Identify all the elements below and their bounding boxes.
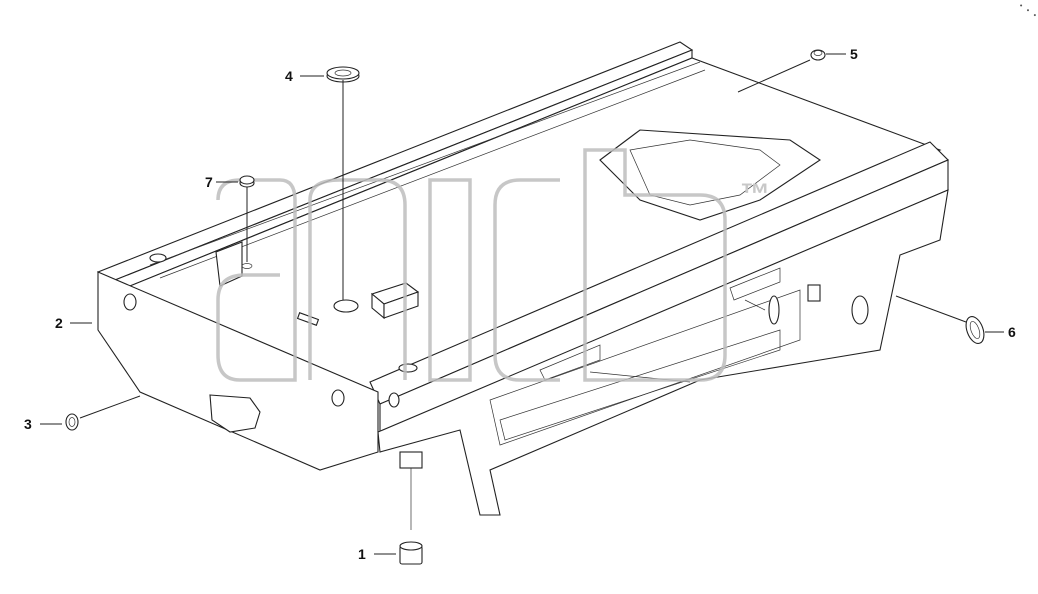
watermark-trademark: ™ (740, 178, 770, 211)
part-3-grommet: 3 (24, 395, 141, 432)
part-1-cap: 1 (358, 541, 423, 565)
callout-7: 7 (205, 174, 213, 190)
part-5-plug: 5 (737, 46, 858, 93)
frame-assembly (96, 41, 949, 530)
callout-2: 2 (55, 315, 63, 331)
callout-4: 4 (285, 68, 293, 84)
callout-1: 1 (358, 546, 366, 562)
callout-6: 6 (1008, 324, 1016, 340)
callout-3: 3 (24, 416, 32, 432)
corner-mark: ∙ ∙ ∙ (1017, 1, 1038, 20)
part-6-grommet: 6 (895, 295, 1016, 344)
part-7-nut: 7 (205, 174, 255, 269)
callout-5: 5 (850, 46, 858, 62)
part-4-plug: 4 (285, 66, 360, 300)
part-2-frame-label: 2 (55, 315, 92, 331)
watermark-logo: ™ (216, 148, 770, 382)
